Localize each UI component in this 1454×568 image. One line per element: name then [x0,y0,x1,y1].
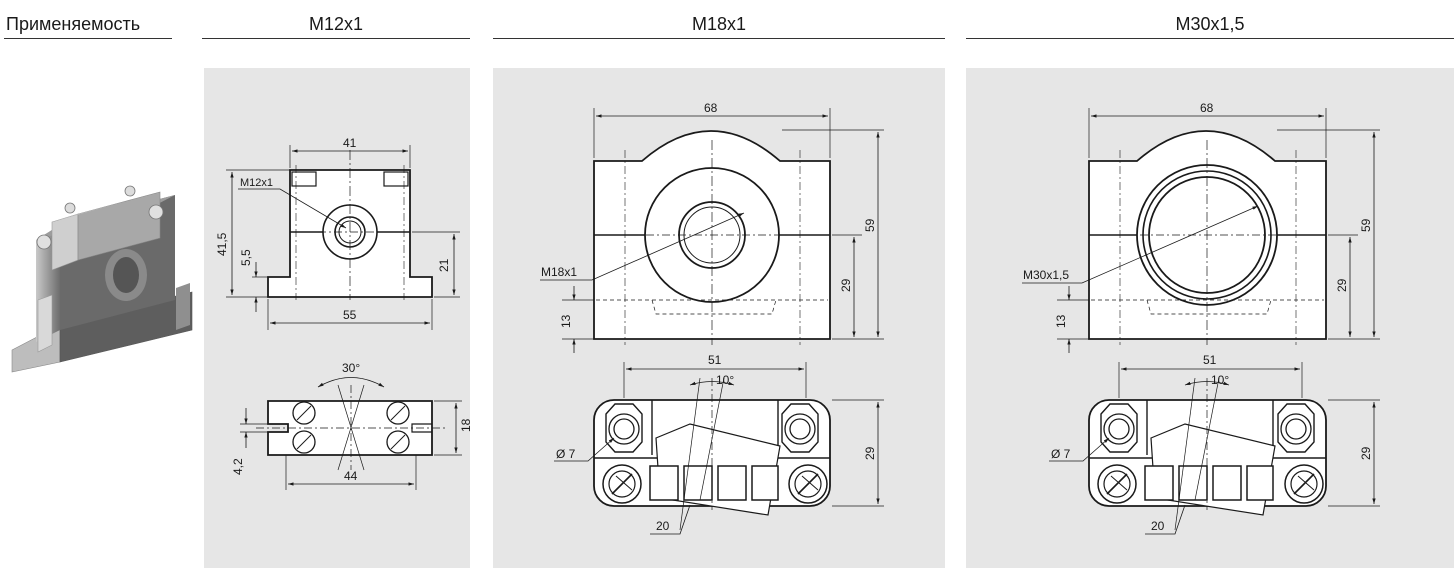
m30-dim-offset: 20 [1151,519,1165,533]
m30-dim-axis-height: 29 [1335,278,1349,292]
m12-dim-height: 41,5 [215,232,229,256]
drawing-m30-front [1022,108,1380,353]
m30-dim-base-height: 13 [1054,314,1068,328]
m18-dim-offset: 20 [656,519,670,533]
header-m18-label: M18x1 [691,14,747,34]
m12-dim-slot: 4,2 [231,458,245,475]
m12-dim-axis-height: 21 [437,258,451,272]
header-m30-label: M30x1,5 [1175,14,1245,34]
m18-dim-angle: 10° [716,373,734,387]
drawing-m18-top [554,362,884,535]
m12-dim-base-height: 5,5 [239,249,253,266]
drawing-m30-top [1049,362,1380,535]
m30-dim-height: 59 [1359,218,1373,232]
header-applicability-label: Применяемость [6,14,141,34]
m30-dim-hole-dia: Ø 7 [1051,447,1071,461]
m18-dim-width: 68 [704,101,718,115]
m30-dim-depth: 29 [1359,446,1373,460]
m12-dim-depth: 18 [459,418,473,432]
m12-dim-hole-spacing: 44 [344,469,358,483]
m30-dim-width: 68 [1200,101,1214,115]
m18-dim-axis-height: 29 [839,278,853,292]
clamp-product-image [11,185,193,373]
m12-dim-angle: 30° [342,361,360,375]
header-m18: M18x1 [493,8,945,39]
m30-thread-label: M30x1,5 [1023,268,1069,282]
header-m12: M12x1 [202,8,470,39]
header-m12-label: M12x1 [308,14,364,34]
m12-dim-width-base: 55 [343,308,357,322]
header-m30: M30x1,5 [966,8,1454,39]
drawing-m12-top [240,377,462,490]
drawing-m18-front [540,108,884,353]
m30-dim-hole-spacing: 51 [1203,353,1217,367]
drawing-m12-front [226,145,460,330]
m18-dim-hole-spacing: 51 [708,353,722,367]
m18-thread-label: M18x1 [541,265,577,279]
m18-dim-height: 59 [863,218,877,232]
m12-dim-width-top: 41 [343,136,357,150]
m12-thread-label: M12x1 [240,177,273,189]
m30-dim-angle: 10° [1211,373,1229,387]
header-applicability: Применяемость [4,8,172,39]
m18-dim-base-height: 13 [559,314,573,328]
m18-dim-hole-dia: Ø 7 [556,447,576,461]
m18-dim-depth: 29 [863,446,877,460]
